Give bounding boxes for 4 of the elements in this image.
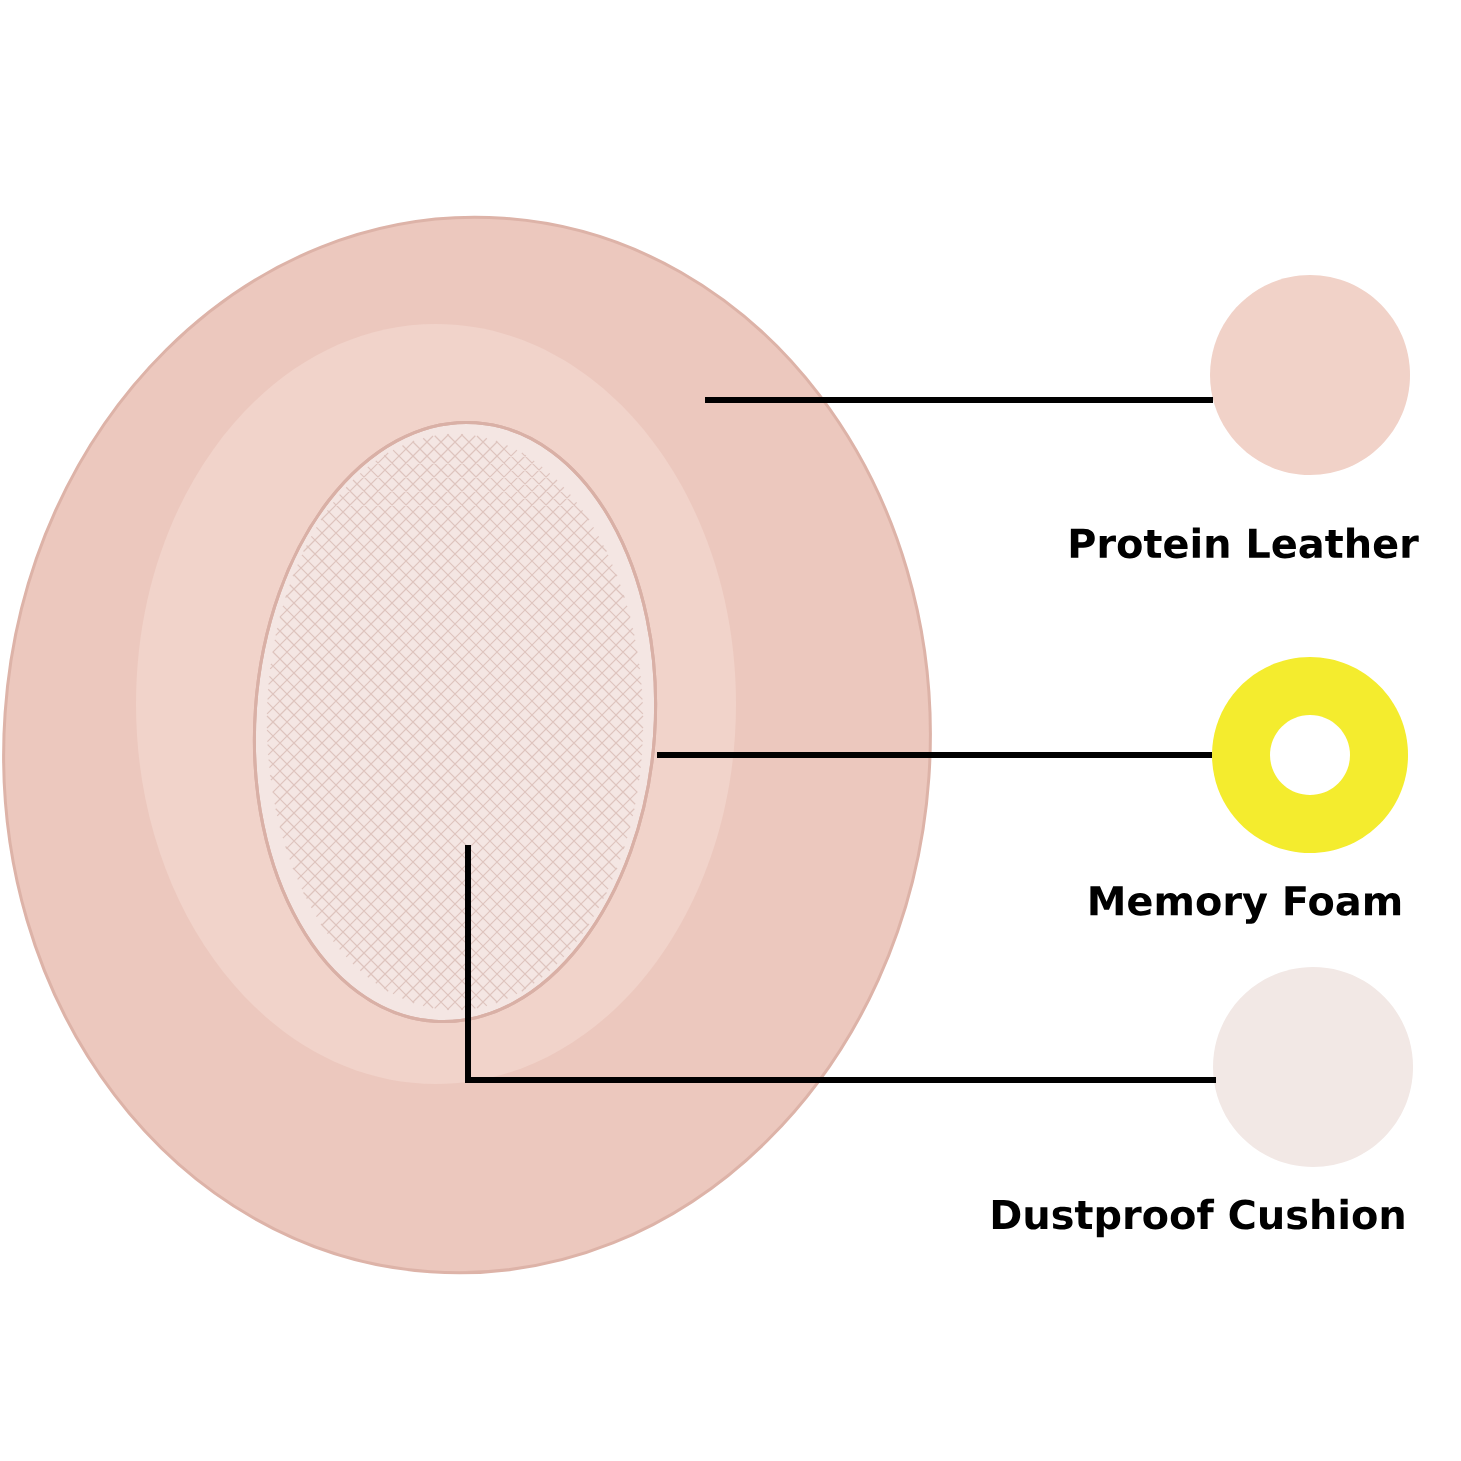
sample-label: Dustproof Cushion: [992, 1198, 1404, 1238]
mesh-drawing: [252, 421, 658, 1023]
sample-label: Memory Foam: [1090, 886, 1401, 924]
sample-label: Protein Leather: [1070, 527, 1419, 559]
